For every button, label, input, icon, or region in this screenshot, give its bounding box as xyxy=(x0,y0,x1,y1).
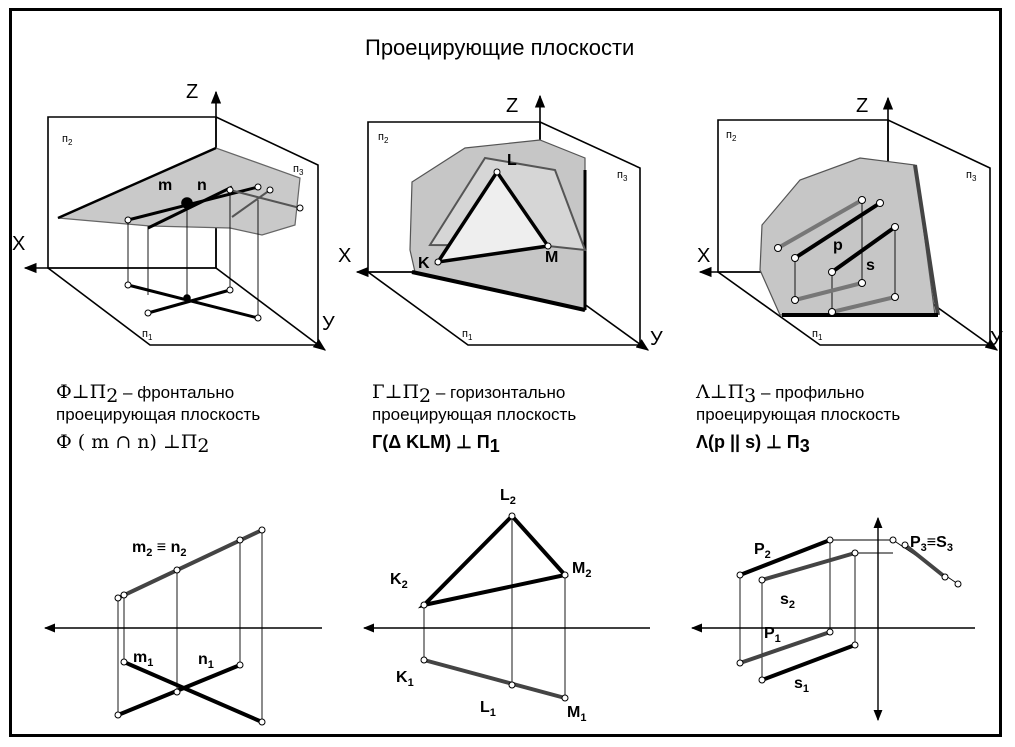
epure-2 xyxy=(362,512,650,702)
line-m1 xyxy=(123,660,263,724)
s1-label: s1 xyxy=(794,675,809,695)
epure-3 xyxy=(690,516,975,722)
p2-label-2: п2 xyxy=(378,131,389,145)
svg-text:Ф ( m ∩ n) ⊥П2: Ф ( m ∩ n) ⊥П2 xyxy=(56,431,210,457)
K1-label: K1 xyxy=(396,669,414,689)
triangle-k2l2m2 xyxy=(417,513,569,609)
phi-trace xyxy=(57,146,217,220)
z-label-3: Z xyxy=(856,95,868,117)
L-label-3d: L xyxy=(507,152,517,169)
m2n2-label: m2 ≡ n2 xyxy=(132,539,187,559)
svg-text:Г(Δ KLM) ⊥ П1: Г(Δ KLM) ⊥ П1 xyxy=(372,432,500,456)
svg-text:проецирующая плоскость: проецирующая плоскость xyxy=(56,405,260,424)
svg-text:Λ(p || s) ⊥ П3: Λ(p || s) ⊥ П3 xyxy=(696,432,810,456)
line-p1 xyxy=(739,630,831,665)
P1-label: P1 xyxy=(764,625,781,645)
panel2-3d xyxy=(355,94,650,351)
epure-1 xyxy=(43,526,322,726)
caption-1: Ф⊥П2 – фронтально проецирующая плоскость… xyxy=(56,381,260,457)
p1-plane-1 xyxy=(47,267,318,346)
z-label-1: Z xyxy=(186,81,198,103)
x-label-2: X xyxy=(338,245,351,267)
p2-label-3: п2 xyxy=(726,129,737,143)
caption-2: Г⊥П2 – горизонтально проецирующая плоско… xyxy=(372,381,576,456)
svg-text:проецирующая плоскость: проецирующая плоскость xyxy=(696,405,900,424)
triangle-klm xyxy=(434,168,552,265)
line-s-3d xyxy=(830,225,897,274)
panel3-3d xyxy=(698,96,999,351)
svg-text:проецирующая плоскость: проецирующая плоскость xyxy=(372,405,576,424)
line-n1-3d xyxy=(147,288,231,315)
m-label-3d: m xyxy=(158,177,172,194)
panel1-3d xyxy=(23,90,327,351)
p2-label-1: п2 xyxy=(62,133,73,147)
L1-label: L1 xyxy=(480,699,496,719)
P2-label: P2 xyxy=(754,541,771,561)
plane-phi xyxy=(57,147,301,236)
x-label-1: X xyxy=(12,233,25,255)
n1-label: n1 xyxy=(198,651,214,671)
s2-label: s2 xyxy=(780,591,795,611)
line-p2 xyxy=(739,538,831,577)
x-label-3: X xyxy=(697,245,710,267)
M2-label: M2 xyxy=(572,560,591,580)
caption-3: Λ⊥П3 – профильно проецирующая плоскость … xyxy=(695,381,900,456)
p1-label-3: п1 xyxy=(812,328,823,342)
K-label-3d: K xyxy=(418,255,430,272)
svg-text:Ф⊥П2 – фронтально: Ф⊥П2 – фронтально xyxy=(56,381,234,407)
line-s1 xyxy=(761,643,856,682)
p3-plane-1 xyxy=(215,116,319,345)
svg-text:Λ⊥П3 – профильно: Λ⊥П3 – профильно xyxy=(695,381,864,407)
z-label-2: Z xyxy=(506,95,518,117)
y-label-1: У xyxy=(322,313,335,335)
M1-label: M1 xyxy=(567,704,586,724)
svg-text:Г⊥П2 – горизонтально: Г⊥П2 – горизонтально xyxy=(372,381,565,407)
M-label-3d: M xyxy=(545,249,558,266)
L2-label: L2 xyxy=(500,487,516,507)
lambda-trace-p3 xyxy=(913,164,940,316)
page-title: Проецирующие плоскости xyxy=(365,35,634,60)
p3-label-2: п3 xyxy=(617,169,628,183)
p3-plane-2 xyxy=(539,121,641,345)
diagram-frame xyxy=(9,8,1002,737)
p3-label-3: п3 xyxy=(966,169,977,183)
p3-plane-3 xyxy=(887,119,991,345)
p-label-3d: p xyxy=(833,237,843,254)
y-label-2: У xyxy=(650,328,663,350)
p1-plane-2 xyxy=(367,271,640,346)
n-label-3d: n xyxy=(197,177,207,194)
line-s2 xyxy=(761,551,856,582)
line-p3s3 xyxy=(903,543,947,579)
line-k1m1 xyxy=(423,658,566,700)
gamma-trace xyxy=(411,270,586,312)
plane-lambda xyxy=(759,157,936,316)
line-p-3d xyxy=(793,201,882,260)
y-axis-1 xyxy=(215,267,327,351)
p1-label-2: п1 xyxy=(462,328,473,342)
p3-label-1: п3 xyxy=(293,163,304,177)
s-label-3d: s xyxy=(866,257,875,274)
y-label-3: У xyxy=(990,328,1003,350)
P3S3-label: P3≡S3 xyxy=(910,534,953,554)
p1-label-1: п1 xyxy=(142,328,153,342)
K2-label: K2 xyxy=(390,571,408,591)
m1-label: m1 xyxy=(133,649,153,669)
p1-plane-3 xyxy=(717,271,990,346)
